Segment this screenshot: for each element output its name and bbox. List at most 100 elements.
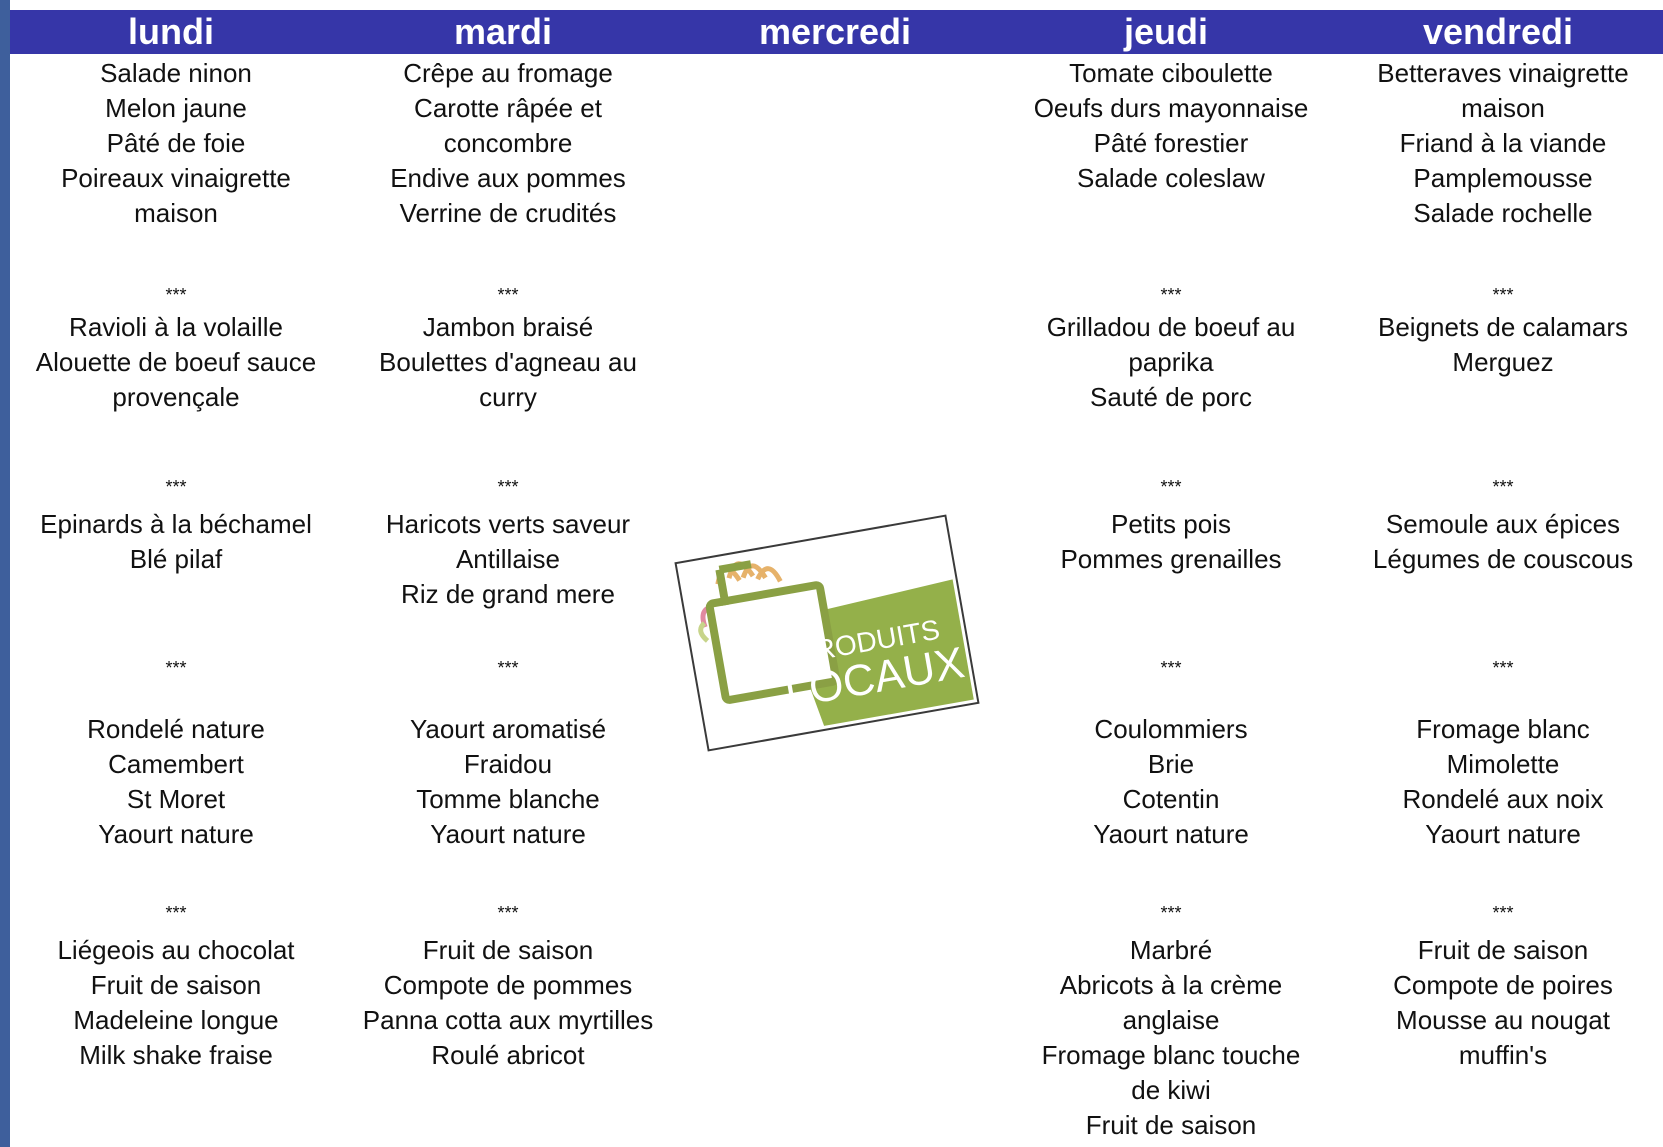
menu-item: Melon jaune <box>105 93 247 123</box>
menu-item: Fromage blanc <box>1416 714 1590 744</box>
menu-item: Blé pilaf <box>129 544 223 574</box>
menu-item: Jambon braisé <box>422 312 594 342</box>
menu-item: Yaourt nature <box>430 819 586 849</box>
desserts-jeudi: Marbré Abricots à la crème anglaise From… <box>1006 933 1336 1143</box>
menu-item: Yaourt nature <box>98 819 254 849</box>
entrees-mardi: Crêpe au fromage Carotte râpée et concom… <box>343 56 673 231</box>
menu-item: anglaise <box>1122 1005 1220 1035</box>
plats-lundi: Ravioli à la volaille Alouette de boeuf … <box>11 310 341 415</box>
menu-item: Roulé abricot <box>431 1040 585 1070</box>
separator: *** <box>497 903 519 923</box>
menu-item: Epinards à la béchamel <box>40 509 312 539</box>
menu-item: Pommes grenailles <box>1060 544 1282 574</box>
menu-item: Sauté de porc <box>1090 382 1252 412</box>
menu-item: provençale <box>112 382 240 412</box>
produits-locaux-image: PRODUITS LOCAUX <box>674 514 980 752</box>
menu-item: Haricots verts saveur <box>385 509 631 539</box>
menu-item: muffin's <box>1458 1040 1548 1070</box>
menu-item: Merguez <box>1452 347 1554 377</box>
desserts-mardi: Fruit de saison Compote de pommes Panna … <box>343 933 673 1073</box>
accompagnements-lundi: Epinards à la béchamel Blé pilaf <box>11 507 341 577</box>
separator: *** <box>497 658 519 678</box>
menu-item: Antillaise <box>455 544 561 574</box>
menu-item: Pâté forestier <box>1093 128 1249 158</box>
menu-item: Oeufs durs mayonnaise <box>1033 93 1309 123</box>
menu-item: Salade coleslaw <box>1077 163 1265 193</box>
separator: *** <box>165 903 187 923</box>
menu-item: Petits pois <box>1111 509 1231 539</box>
menu-item: Tomme blanche <box>416 784 600 814</box>
separator: *** <box>497 477 519 497</box>
entrees-vendredi: Betteraves vinaigrette maison Friand à l… <box>1338 56 1663 231</box>
separator: *** <box>1492 903 1514 923</box>
menu-item: Endive aux pommes <box>390 163 626 193</box>
menu-item: Marbré <box>1129 935 1213 965</box>
menu-item: Beignets de calamars <box>1377 312 1629 342</box>
menu-item: Poireaux vinaigrette <box>61 163 291 193</box>
menu-item: Betteraves vinaigrette <box>1377 58 1629 88</box>
menu-item: Alouette de boeuf sauce <box>35 347 317 377</box>
menu-item: Abricots à la crème <box>1059 970 1283 1000</box>
separator: *** <box>1160 658 1182 678</box>
plats-jeudi: Grilladou de boeuf au paprika Sauté de p… <box>1006 310 1336 415</box>
menu-item: Brie <box>1147 749 1195 779</box>
menu-item: curry <box>479 382 537 412</box>
menu-item: Semoule aux épices <box>1385 509 1621 539</box>
day-header-jeudi: jeudi <box>1123 11 1208 52</box>
separator: *** <box>165 285 187 305</box>
produits-locaux-logo: PRODUITS LOCAUX <box>668 492 986 774</box>
accompagnements-jeudi: Petits pois Pommes grenailles <box>1006 507 1336 577</box>
menu-item: de kiwi <box>1131 1075 1211 1105</box>
days-header: lundi mardi mercredi jeudi vendredi <box>10 10 1663 54</box>
separator: *** <box>1492 285 1514 305</box>
separator: *** <box>165 658 187 678</box>
plats-mardi: Jambon braisé Boulettes d'agneau au curr… <box>343 310 673 415</box>
menu-item: Yaourt aromatisé <box>409 714 607 744</box>
menu-item: Coulommiers <box>1094 714 1248 744</box>
menu-item: St Moret <box>126 784 226 814</box>
fromages-vendredi: Fromage blanc Mimolette Rondelé aux noix… <box>1338 712 1663 852</box>
menu-item: Panna cotta aux myrtilles <box>362 1005 654 1035</box>
menu-item: Rondelé nature <box>87 714 265 744</box>
menu-item: Fraidou <box>463 749 553 779</box>
menu-item: Friand à la viande <box>1399 128 1607 158</box>
menu-item: Pâté de foie <box>106 128 246 158</box>
separator: *** <box>1492 658 1514 678</box>
fromages-jeudi: Coulommiers Brie Cotentin Yaourt nature <box>1006 712 1336 852</box>
menu-item: Rondelé aux noix <box>1402 784 1604 814</box>
menu-item: Légumes de couscous <box>1372 544 1634 574</box>
menu-item: concombre <box>443 128 573 158</box>
menu-item: Verrine de crudités <box>399 198 617 228</box>
menu-item: maison <box>1461 93 1545 123</box>
menu-item: Grilladou de boeuf au <box>1046 312 1296 342</box>
entrees-lundi: Salade ninon Melon jaune Pâté de foie Po… <box>11 56 341 231</box>
accompagnements-mardi: Haricots verts saveur Antillaise Riz de … <box>343 507 673 612</box>
menu-item: Fruit de saison <box>1417 935 1589 965</box>
menu-item: Riz de grand mere <box>401 579 615 609</box>
menu-item: Fruit de saison <box>1085 1110 1257 1140</box>
fromages-lundi: Rondelé nature Camembert St Moret Yaourt… <box>11 712 341 852</box>
menu-item: Cotentin <box>1122 784 1220 814</box>
separator: *** <box>1160 477 1182 497</box>
menu-item: Pamplemousse <box>1413 163 1593 193</box>
menu-item: paprika <box>1128 347 1214 377</box>
menu-item: Yaourt nature <box>1093 819 1249 849</box>
menu-item: Fruit de saison <box>422 935 594 965</box>
menu-item: Salade rochelle <box>1413 198 1593 228</box>
day-header-lundi: lundi <box>128 11 214 52</box>
separator: *** <box>1160 903 1182 923</box>
shopping-basket-icon <box>698 560 840 704</box>
menu-item: Madeleine longue <box>73 1005 279 1035</box>
menu-item: Fruit de saison <box>90 970 262 1000</box>
day-header-mercredi: mercredi <box>758 11 912 52</box>
menu-item: Fromage blanc touche <box>1041 1040 1301 1070</box>
day-header-vendredi: vendredi <box>1422 11 1574 52</box>
separator: *** <box>1160 285 1182 305</box>
menu-item: Camembert <box>108 749 244 779</box>
menu-item: Ravioli à la volaille <box>69 312 283 342</box>
menu-item: maison <box>134 198 218 228</box>
plats-vendredi: Beignets de calamars Merguez <box>1338 310 1663 380</box>
menu-item: Crêpe au fromage <box>403 58 613 88</box>
menu-item: Carotte râpée et <box>414 93 602 123</box>
desserts-vendredi: Fruit de saison Compote de poires Mousse… <box>1338 933 1663 1073</box>
